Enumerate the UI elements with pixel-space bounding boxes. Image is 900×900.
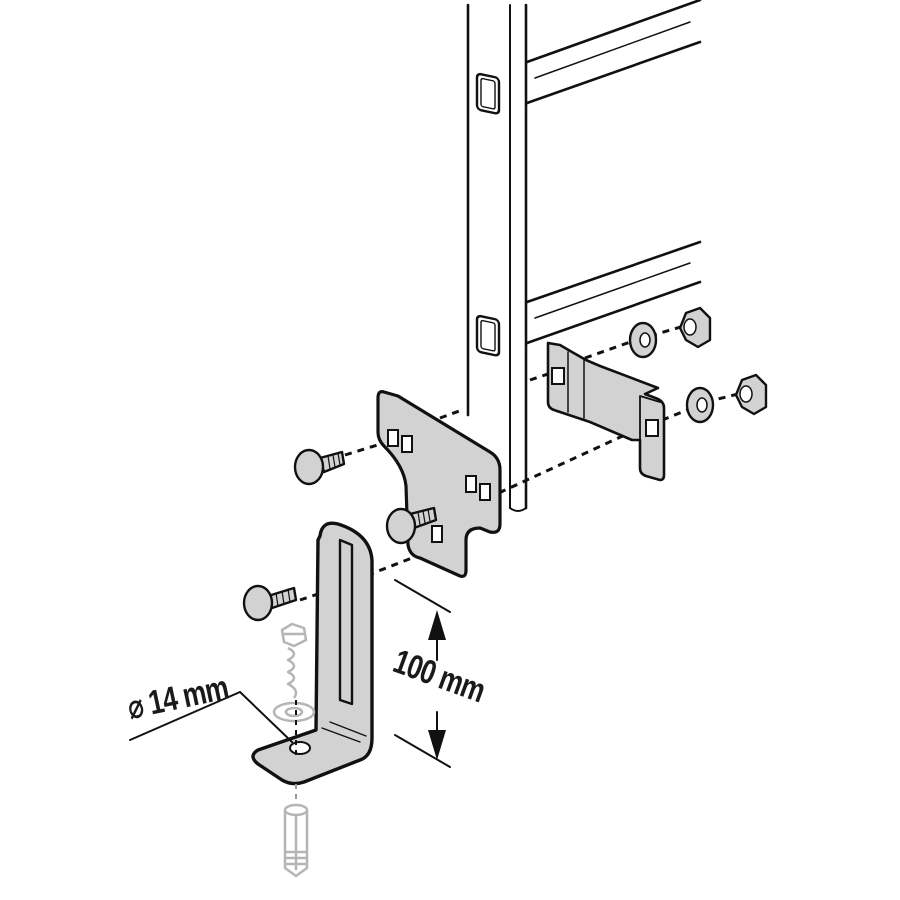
rail-square-hole-upper <box>475 72 501 115</box>
clamp-bracket <box>546 341 666 482</box>
ladder-rung-upper <box>525 0 702 105</box>
washer-upper <box>628 321 658 359</box>
diameter-leader-line <box>129 691 293 743</box>
hex-screw <box>280 622 308 699</box>
carriage-bolt-bottom <box>242 584 298 622</box>
height-dimension <box>394 579 451 768</box>
ladder-rung-lower <box>525 240 702 345</box>
carriage-bolt-middle <box>385 506 438 545</box>
nut-upper <box>678 306 712 349</box>
adapter-plate <box>376 390 502 578</box>
carriage-bolt-top <box>293 448 346 486</box>
rail-square-hole-lower <box>475 314 501 357</box>
nut-lower <box>734 373 768 416</box>
wall-plug <box>283 803 309 878</box>
washer-floor <box>272 701 316 723</box>
l-bracket <box>251 521 374 786</box>
washer-lower <box>685 386 715 424</box>
ladder-rail <box>466 3 528 512</box>
